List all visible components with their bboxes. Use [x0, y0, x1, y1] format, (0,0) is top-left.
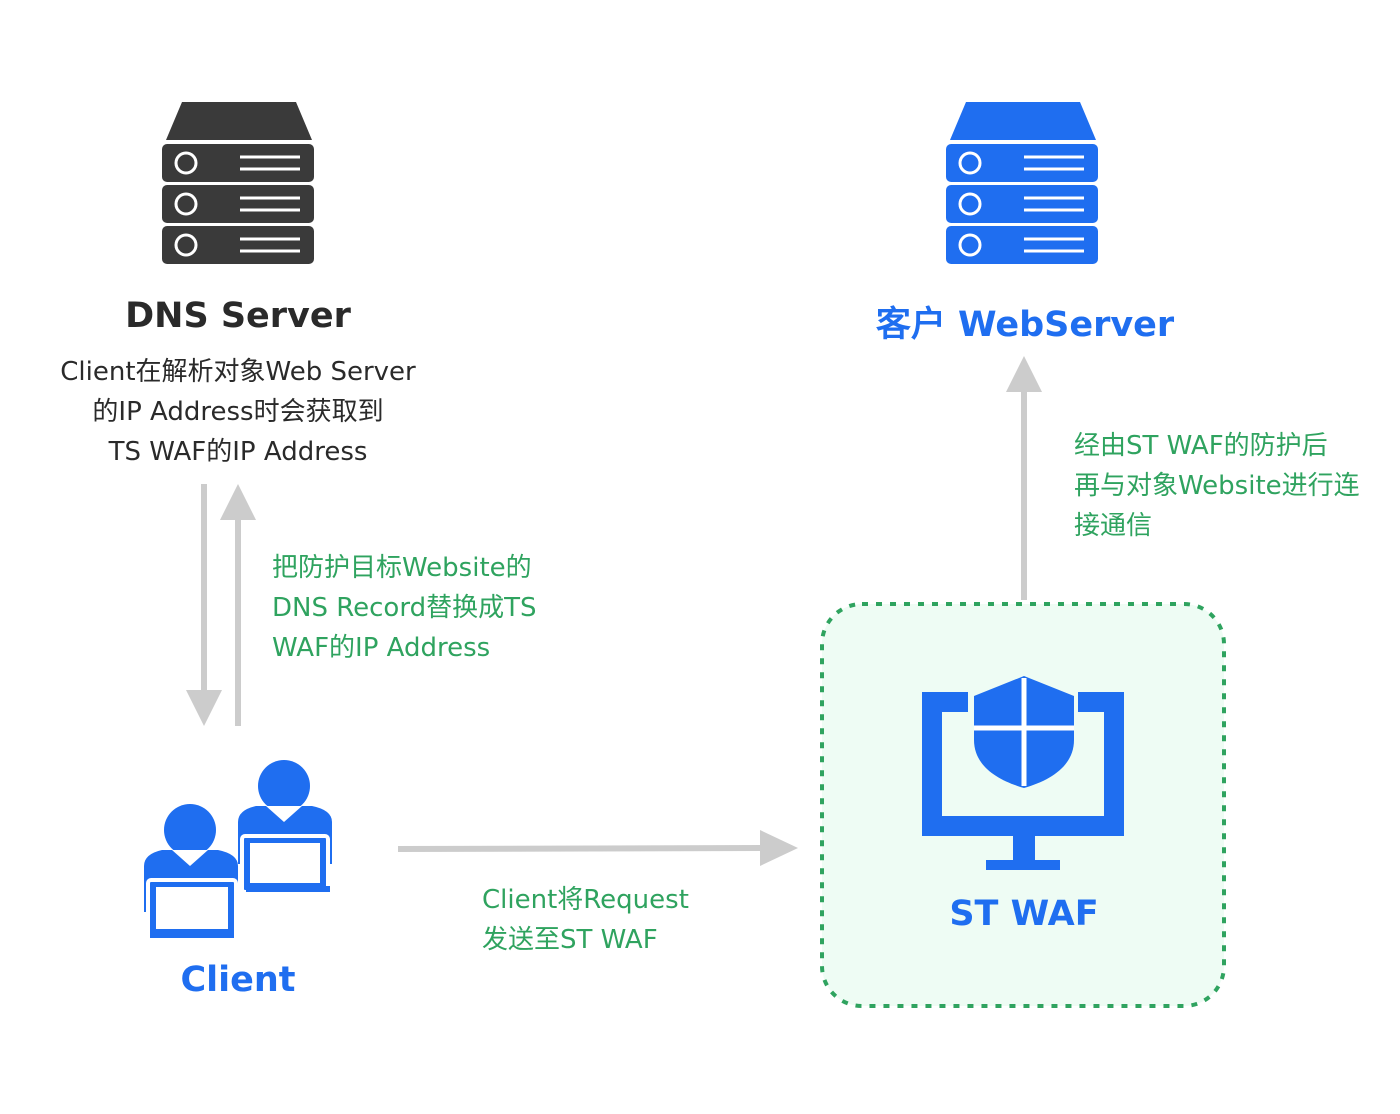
dns-record-note: 把防护目标Website的 DNS Record替换成TS WAF的IP Add…: [272, 553, 537, 663]
waf-container: [820, 602, 1226, 1008]
waf-to-website-note: 经由ST WAF的防护后 再与对象Website进行连 接通信: [1074, 431, 1360, 541]
arrow-dns-to-client: [186, 484, 222, 726]
web-server-icon: [946, 102, 1098, 264]
dns-server-title: DNS Server: [125, 296, 351, 336]
arrow-client-to-waf: [397, 830, 798, 866]
client-request-note: Client将Request 发送至ST WAF: [482, 885, 689, 955]
client-label: Client: [180, 960, 296, 1000]
arrow-waf-to-webserver: [1006, 356, 1042, 600]
waf-monitor-shield-icon: [922, 676, 1124, 870]
dns-server-icon: [162, 102, 314, 264]
webserver-title: 客户 WebServer: [875, 305, 1175, 345]
arrow-client-to-dns: [220, 484, 256, 726]
dns-server-description: Client在解析对象Web Server 的IP Address时会获取到 T…: [60, 357, 416, 467]
client-users-icon: [144, 760, 332, 940]
waf-label: ST WAF: [949, 894, 1099, 934]
